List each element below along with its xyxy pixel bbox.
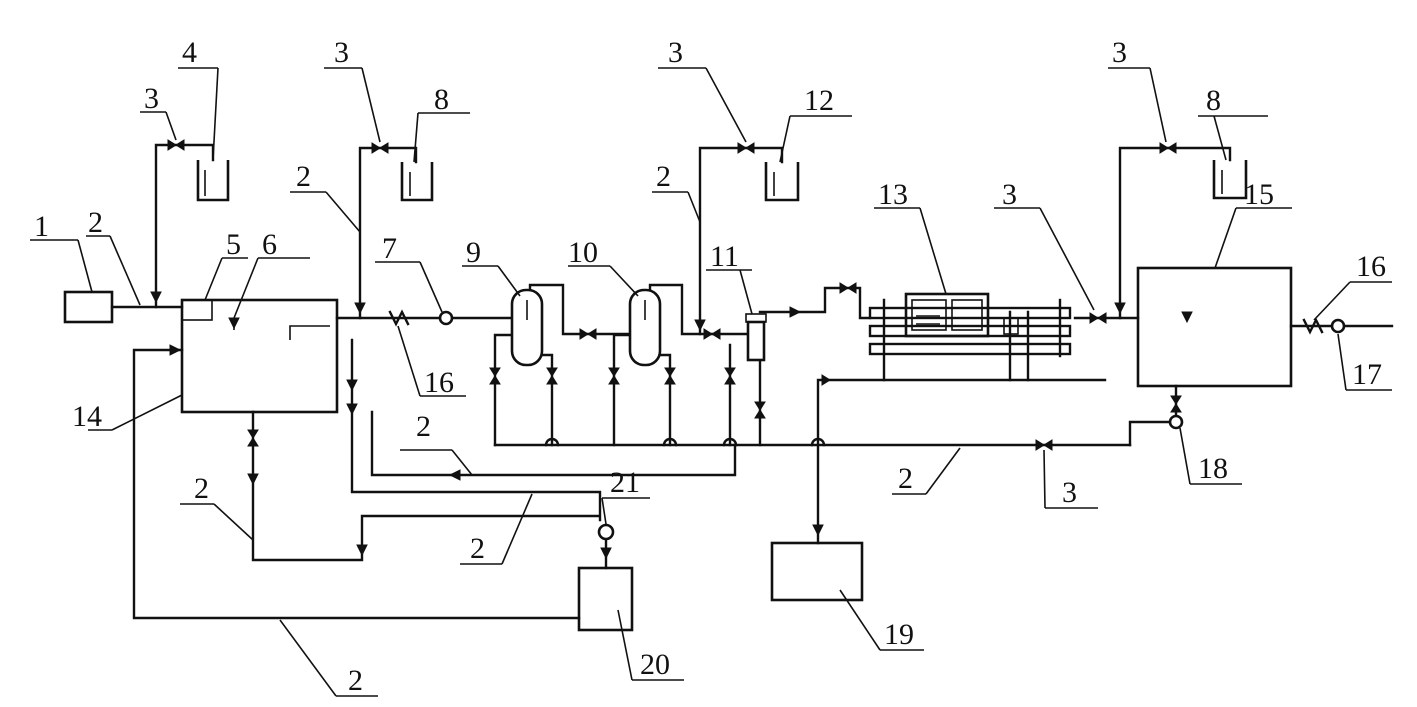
vessel-10 xyxy=(628,288,662,367)
label-8: 8 xyxy=(1206,84,1221,117)
label-3: 3 xyxy=(668,36,683,69)
label-8: 8 xyxy=(434,83,449,116)
box-1 xyxy=(63,290,114,324)
label-18: 18 xyxy=(1198,452,1228,485)
labels: 1 2 3 4 5 6 3 8 2 7 16 14 9 10 3 12 2 11… xyxy=(34,36,1386,697)
leader-lines xyxy=(30,67,1392,697)
label-19: 19 xyxy=(884,618,914,651)
pump-21 xyxy=(597,523,615,541)
box-20 xyxy=(577,566,634,632)
label-11: 11 xyxy=(710,240,739,273)
label-2: 2 xyxy=(416,410,431,443)
valves xyxy=(150,139,1193,560)
box-5 xyxy=(181,299,213,321)
label-16: 16 xyxy=(424,366,454,399)
label-9: 9 xyxy=(466,236,481,269)
label-17: 17 xyxy=(1352,358,1382,391)
box-19 xyxy=(770,541,864,602)
label-2: 2 xyxy=(348,664,363,697)
label-13: 13 xyxy=(878,178,908,211)
label-14: 14 xyxy=(72,400,102,433)
tank-14 xyxy=(180,298,339,414)
label-2: 2 xyxy=(296,160,311,193)
label-15: 15 xyxy=(1244,178,1274,211)
label-3: 3 xyxy=(1062,476,1077,509)
label-2: 2 xyxy=(88,206,103,239)
filter-11 xyxy=(746,320,766,362)
label-16: 16 xyxy=(1356,250,1386,283)
cup-8b xyxy=(1212,160,1248,200)
label-1: 1 xyxy=(34,210,49,243)
cup-12 xyxy=(764,162,800,202)
label-20: 20 xyxy=(640,648,670,681)
label-6: 6 xyxy=(262,228,277,261)
box-15 xyxy=(1136,266,1293,388)
label-3: 3 xyxy=(144,82,159,115)
label-5: 5 xyxy=(226,228,241,261)
label-10: 10 xyxy=(568,236,598,269)
ro-unit-13 xyxy=(868,292,1072,382)
pump-7 xyxy=(438,310,454,326)
label-4: 4 xyxy=(182,36,197,69)
label-3: 3 xyxy=(1002,178,1017,211)
cup-4 xyxy=(196,160,230,202)
pump-18 xyxy=(1168,414,1184,430)
pump-17 xyxy=(1330,318,1346,334)
label-2: 2 xyxy=(656,160,671,193)
label-2: 2 xyxy=(194,472,209,505)
vessel-9 xyxy=(510,288,544,367)
label-12: 12 xyxy=(804,84,834,117)
label-3: 3 xyxy=(334,36,349,69)
label-21: 21 xyxy=(610,466,640,499)
label-2: 2 xyxy=(898,462,913,495)
cup-8a xyxy=(400,162,434,202)
label-7: 7 xyxy=(382,232,397,265)
label-3: 3 xyxy=(1112,36,1127,69)
label-2: 2 xyxy=(470,532,485,565)
